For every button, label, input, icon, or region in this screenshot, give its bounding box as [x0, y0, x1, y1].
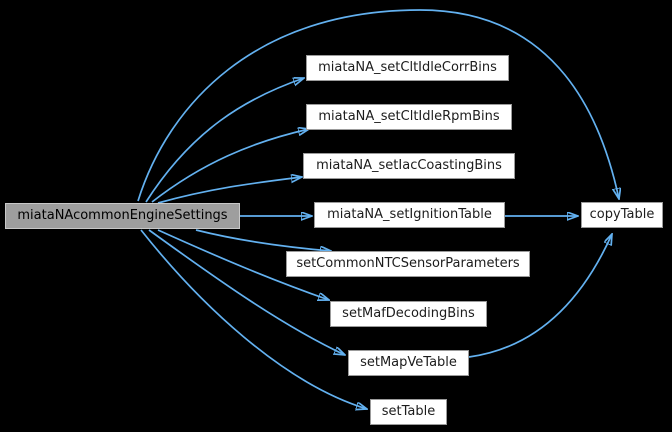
edge-root-to-mapvetable: [148, 229, 345, 355]
edge-root-to-iaccoastingbins: [157, 177, 302, 204]
node-set-iac-coasting-bins[interactable]: miataNA_setIacCoastingBins: [303, 153, 515, 179]
edge-root-to-mafdecodingbins: [157, 229, 329, 300]
node-set-map-ve-table[interactable]: setMapVeTable: [348, 350, 469, 376]
node-set-ignition-table[interactable]: miataNA_setIgnitionTable: [314, 202, 505, 228]
node-copy-table[interactable]: copyTable: [581, 202, 663, 228]
edge-root-to-copytable: [137, 9, 619, 202]
node-miata-na-common-engine-settings: miataNAcommonEngineSettings: [5, 203, 240, 229]
node-set-maf-decoding-bins[interactable]: setMafDecodingBins: [330, 301, 487, 327]
edge-root-to-settable: [140, 229, 367, 409]
node-set-clt-idle-corr-bins[interactable]: miataNA_setCltIdleCorrBins: [306, 55, 509, 81]
node-set-clt-idle-rpm-bins[interactable]: miataNA_setCltIdleRpmBins: [306, 104, 512, 130]
edge-mapvetable-to-copytable: [468, 234, 612, 358]
edge-root-to-ntcsensorparameters: [195, 229, 331, 251]
edge-root-to-cltidlecorrbins: [145, 78, 304, 203]
edge-root-to-cltidlerpmbins: [151, 129, 309, 203]
node-set-table[interactable]: setTable: [370, 399, 447, 425]
node-set-common-ntc-sensor-parameters[interactable]: setCommonNTCSensorParameters: [286, 251, 530, 277]
